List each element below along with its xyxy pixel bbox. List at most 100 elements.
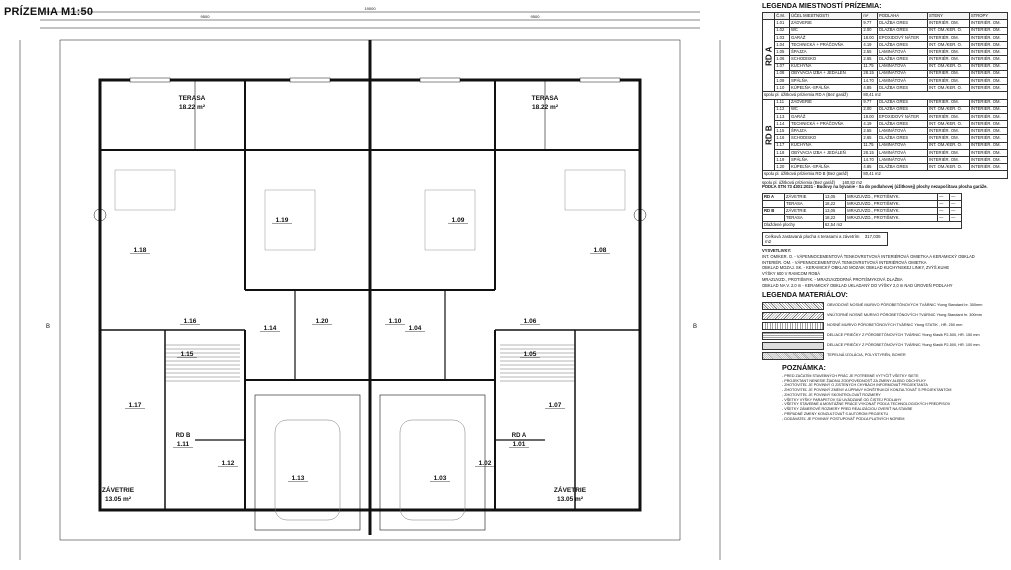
room-cell: LAMINÁTOVÁ: [877, 148, 928, 158]
room-cell: LAMINÁTOVÁ: [877, 156, 928, 165]
window: [289, 77, 331, 83]
material-label: DELIACE PRIEČKY Z PÓROBETÓNOVÝCH TVÁRNIC…: [827, 343, 980, 348]
room-number: 1.17: [129, 402, 142, 409]
room-number: 1.01: [513, 441, 526, 448]
room-cell: DLAŽBA GRES: [877, 55, 928, 64]
sum-row-b: spolu pl. úžitková príziemia RD B (Bez g…: [761, 170, 1008, 179]
room-cell: TECHNICKÁ + PRÁČOVŇA: [788, 120, 863, 129]
room-cell: DLAŽBA GRES: [877, 41, 928, 50]
room-cell: 2.55: [861, 127, 879, 136]
room-cell: INT. OM./KER. O.: [927, 26, 970, 35]
room-cell: GARÁŽ: [788, 33, 863, 43]
room-cell: LAMINÁTOVÁ: [877, 141, 928, 150]
room-unit-label: RD B: [176, 433, 191, 439]
room-cell: 1.10: [774, 84, 790, 93]
room-number: 1.16: [184, 318, 197, 325]
room-cell: INTERIÉR. OM.: [968, 120, 1009, 129]
material-label: OBVODOVÉ NOSNÉ MURIVO PÓROBETÓNOVÝCH TVÁ…: [827, 303, 983, 308]
room-cell: WC: [788, 105, 863, 114]
room-number: 1.07: [549, 402, 562, 409]
bed-furniture: [424, 189, 476, 251]
header-cell: PODLAHA: [877, 12, 928, 21]
sum-total-value: 160,82 m2: [842, 179, 863, 185]
room-cell: INTERIÉR. OM.: [968, 134, 1009, 143]
built-total-label: Celková zastavaná plocha s terasami a zá…: [765, 234, 860, 240]
room-cell: INTERIÉR. OM.: [927, 156, 970, 165]
built-total-value: 317,035 m2: [765, 234, 881, 245]
abbr-item: VÝŠKY 600 V RAMCOM ROBÁ: [762, 271, 820, 277]
room-cell: KUCHYŇA: [788, 141, 863, 150]
room-cell: 4.19: [861, 41, 879, 50]
material-label: TEPELNÁ IZOLÁCIA, POLYSTYRÉN, BOHER: [827, 353, 906, 358]
room-cell: WC: [788, 26, 863, 35]
room-cell: LAMINÁTOVÁ: [877, 48, 928, 57]
abbr-list: INT. OM/KER. O. - VÁPENNOCEMENTOVÁ TENKO…: [762, 254, 1008, 288]
room-number: 1.06: [524, 318, 537, 325]
room-cell: EPOXIDOVÝ NÁTER: [877, 112, 928, 122]
material-label: VNÚTORNÉ NOSNÉ MURIVO PÓROBETÓNOVÝCH TVÁ…: [827, 313, 982, 318]
material-swatch: [762, 311, 824, 320]
room-cell: INT. OM./KER. O.: [927, 62, 970, 71]
outdoor-cell: MRAZUVZD., PROTIŠMYK.: [845, 207, 939, 216]
remarks-list: - PRED ZAČATÍM STAVEBNÝCH PRÁC JE POTREB…: [782, 374, 1008, 421]
abbr-item: OBKLAD NA V. 2.0 m - KERAMICKÝ OBKLAD UK…: [762, 282, 953, 288]
material-item: DELIACE PRIEČKY Z PÓROBETÓNOVÝCH TVÁRNIC…: [762, 341, 1008, 350]
room-cell: DLAŽBA GRES: [877, 19, 928, 28]
room-cell: 1.04: [774, 41, 790, 50]
materials-list: OBVODOVÉ NOSNÉ MURIVO PÓROBETÓNOVÝCH TVÁ…: [762, 301, 1008, 360]
room-cell: 9.77: [861, 19, 879, 28]
abbr-item: INT. OM/KER. O. - VÁPENNOCEMENTOVÁ TENKO…: [762, 254, 975, 260]
header-cell: STENY: [927, 12, 970, 21]
section-mark: [633, 208, 647, 222]
room-cell: 2.55: [861, 48, 879, 57]
outdoor-cell: 13,05: [822, 207, 847, 216]
material-swatch: [762, 341, 824, 350]
room-cell: INTERIÉR. OM.: [968, 148, 1009, 158]
material-swatch: [762, 351, 824, 360]
room-cell: 1.02: [774, 26, 790, 35]
room-cell: INTERIÉR. OM.: [968, 127, 1009, 136]
room-cell: KÚPEĽŇA -SPÁLŇA: [788, 163, 863, 172]
room-cell: TECHNICKÁ + PRÁČOVŇA: [788, 41, 863, 50]
outdoor-cell: [762, 200, 785, 209]
room-number: 1.15: [181, 351, 194, 358]
remark-item: - VŠETKY STAVEBNÉ A MONTÁŽNE PRÁCE VYKON…: [782, 402, 951, 407]
room-cell: 4.85: [861, 84, 879, 93]
materials-title: LEGENDA MATERIÁLOV:: [762, 290, 848, 300]
entry-label: ZÁVETRIE: [102, 485, 135, 494]
sum-label: spolu pl. úžitková príziemia RD B (Bez g…: [761, 170, 863, 179]
room-cell: 1.06: [774, 55, 790, 64]
car-icon: [399, 419, 466, 521]
remarks-title: POZNÁMKA:: [782, 362, 826, 372]
room-cell: 18.00: [861, 112, 879, 122]
room-cell: 1.08: [774, 69, 790, 78]
outdoor-cell: RD B: [762, 207, 785, 216]
outdoor-cell: MRAZUVZD., PROTIŠMYK.: [845, 200, 939, 209]
room-cell: ZÁDVERIE: [788, 98, 863, 107]
material-swatch: [762, 301, 824, 310]
remark-item: - ZHOTOVITEĽ JE POVINNÝ SKONTROLOVAŤ ROZ…: [782, 392, 881, 397]
room-cell: 2.00: [861, 26, 879, 35]
bed-furniture: [264, 189, 316, 251]
room-number: 1.04: [409, 325, 422, 332]
room-cell: DLAŽBA GRES: [877, 98, 928, 107]
room-number: 1.12: [222, 460, 235, 467]
room-cell: 9.77: [861, 98, 879, 107]
outdoor-cell: —: [937, 200, 951, 209]
room-cell: DLAŽBA GRES: [877, 105, 928, 114]
room-cell: INTERIÉR. OM.: [968, 76, 1009, 86]
outdoor-cell: ZÁVETRIE: [783, 207, 824, 216]
sum-value: 80,41 m2: [861, 170, 1008, 179]
section-label: B: [46, 324, 50, 330]
room-cell: INT. OM./KER. O.: [927, 163, 970, 172]
outdoor-sum-label: Dlaždené plochy: [762, 221, 824, 230]
